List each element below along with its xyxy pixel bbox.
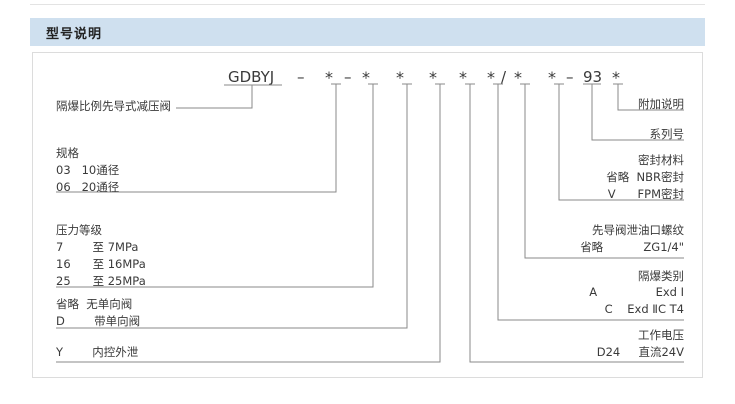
label-row: 先导阀泄油口螺纹 (592, 223, 684, 237)
label-row: 省略 ZG1/4" (580, 240, 684, 254)
label-row: V FPM密封 (607, 187, 684, 201)
label-row: 7 至 7MPa (56, 240, 139, 254)
label-row: 06 20通径 (56, 180, 120, 194)
label-row: 16 至 16MPa (56, 257, 146, 271)
section-header: 型号说明 (30, 18, 705, 46)
label-row: A Exd Ⅰ (589, 285, 684, 299)
code-token-9: / (501, 68, 507, 86)
label-row: 隔爆类别 (638, 269, 684, 283)
label-row: 省略 无单向阀 (56, 297, 133, 311)
label-row: Y 内控外泄 (56, 345, 139, 359)
top-divider (30, 4, 705, 5)
code-token-0: GDBYJ (228, 68, 275, 86)
code-token-10: * (514, 68, 522, 87)
label-row: 密封材料 (638, 153, 684, 167)
label-row: 规格 (56, 146, 79, 160)
code-token-8: * (487, 68, 495, 87)
label-row: 25 至 25MPa (56, 274, 146, 288)
label-row: D 带单向阀 (56, 314, 141, 328)
label-row: D24 直流24V (596, 345, 684, 359)
label-row: 系列号 (649, 127, 685, 141)
page-title: 型号说明 (46, 26, 103, 42)
label-row: 工作电压 (638, 328, 684, 342)
code-token-3: – (344, 68, 352, 86)
label-row: 省略 NBR密封 (606, 170, 684, 184)
code-token-11: * (548, 68, 556, 87)
code-token-4: * (362, 68, 370, 87)
code-token-5: * (396, 68, 404, 87)
label-row: 附加说明 (638, 97, 684, 111)
code-token-12: – (566, 68, 574, 86)
label-row: 隔爆比例先导式减压阀 (56, 99, 171, 113)
model-code-line: GDBYJ – * – * * * * * / * * – 93 * (0, 68, 735, 88)
label-row: 压力等级 (56, 223, 102, 237)
label-row: 03 10通径 (56, 163, 120, 177)
code-token-7: * (459, 68, 467, 87)
code-token-2: * (325, 68, 333, 87)
label-row: C Exd ⅡC T4 (604, 302, 684, 316)
code-token-1: – (297, 68, 305, 86)
code-token-6: * (429, 68, 437, 87)
code-token-13: 93 (583, 68, 603, 86)
code-token-14: * (612, 68, 620, 87)
